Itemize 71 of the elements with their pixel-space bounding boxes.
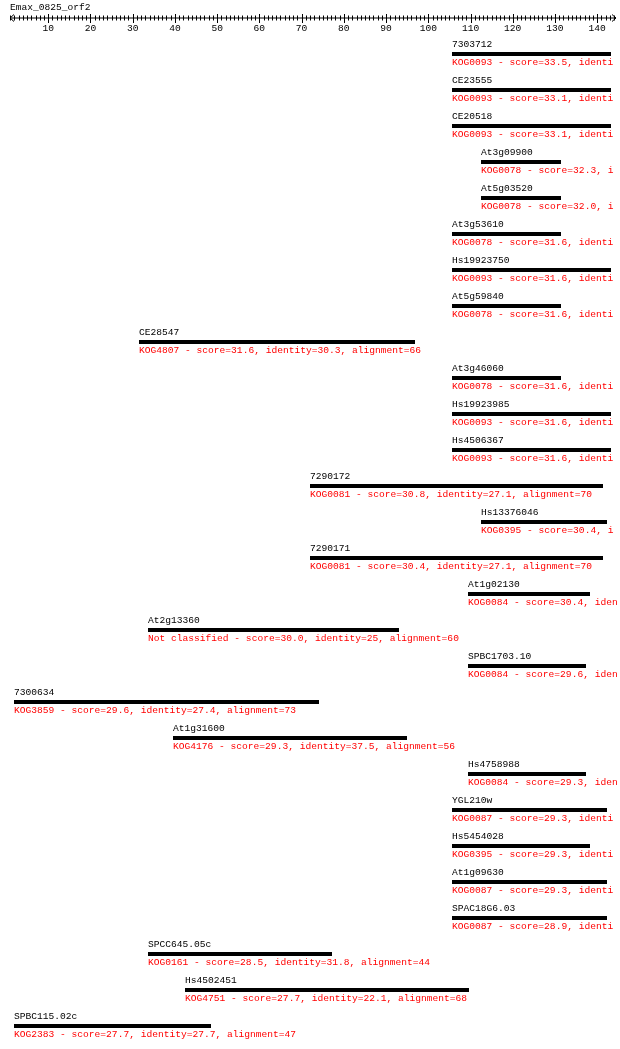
hit-name: At2g13360: [148, 615, 200, 627]
hit-name: 7303712: [452, 39, 493, 51]
hit-annotation: KOG0078 - score=31.6, identi: [452, 309, 614, 321]
hit-name: SPCC645.05c: [148, 939, 212, 951]
hit-annotation: KOG4176 - score=29.3, identity=37.5, alignment=56: [173, 741, 456, 753]
hit-annotation: KOG0093 - score=31.6, identi: [452, 453, 614, 465]
hit-name: At3g46060: [452, 363, 504, 375]
hit-name: Hs19923750: [452, 255, 510, 267]
hit-annotation: KOG0078 - score=32.3, i: [481, 165, 614, 177]
hit-annotation: KOG0395 - score=29.3, identi: [452, 849, 614, 861]
hit-annotation: KOG2383 - score=27.7, identity=27.7, alignment=47: [14, 1029, 297, 1041]
hit-name: CE28547: [139, 327, 180, 339]
tick-label: 30: [126, 23, 139, 34]
hit-name: YGL210w: [452, 795, 493, 807]
hit-annotation: KOG0093 - score=33.5, identi: [452, 57, 614, 69]
hit-annotation: KOG0093 - score=33.1, identi: [452, 93, 614, 105]
tick-label: 140: [588, 23, 606, 34]
tick-label: 90: [380, 23, 392, 34]
hit-annotation: KOG3859 - score=29.6, identity=27.4, alignment=73: [14, 705, 297, 717]
tick-label: 20: [84, 23, 97, 34]
hit-name: Hs4506367: [452, 435, 504, 447]
hit-name: Hs5454028: [452, 831, 504, 843]
hit-name: CE23555: [452, 75, 493, 87]
hit-annotation: KOG0093 - score=31.6, identi: [452, 417, 614, 429]
hit-name: 7290171: [310, 543, 351, 555]
tick-label: 60: [253, 23, 266, 34]
hit-annotation: KOG0078 - score=32.0, i: [481, 201, 614, 213]
hit-annotation: KOG0087 - score=29.3, identi: [452, 885, 614, 897]
hit-name: Hs4758988: [468, 759, 520, 771]
hit-name: At1g02130: [468, 579, 520, 591]
tick-label: 50: [211, 23, 223, 34]
sequence-title: Emax_0825_orf2: [10, 2, 91, 14]
hit-annotation: KOG0084 - score=29.3, iden: [468, 777, 618, 789]
hit-name: At5g59840: [452, 291, 504, 303]
hit-annotation: KOG0161 - score=28.5, identity=31.8, alignment=44: [148, 957, 431, 969]
hit-annotation: KOG4807 - score=31.6, identity=30.3, alignment=66: [139, 345, 422, 357]
hit-annotation: KOG0084 - score=30.4, iden: [468, 597, 618, 609]
hit-annotation: KOG0395 - score=30.4, i: [481, 525, 614, 537]
hit-name: CE20518: [452, 111, 493, 123]
tick-label: 80: [338, 23, 350, 34]
tick-label: 120: [504, 23, 522, 34]
hit-annotation: KOG0081 - score=30.4, identity=27.1, alignment=70: [310, 561, 593, 573]
hit-name: 7290172: [310, 471, 351, 483]
tick-label: 130: [546, 23, 564, 34]
hit-name: SPBC115.02c: [14, 1011, 78, 1023]
hit-annotation: KOG0093 - score=31.6, identi: [452, 273, 614, 285]
tick-label: 70: [295, 23, 308, 34]
hit-annotation: KOG0078 - score=31.6, identi: [452, 381, 614, 393]
hit-name: At5g03520: [481, 183, 533, 195]
hit-name: At1g09630: [452, 867, 504, 879]
tick-label: 100: [419, 23, 437, 34]
tick-label: 10: [42, 23, 54, 34]
hit-name: SPAC18G6.03: [452, 903, 516, 915]
hit-name: 7300634: [14, 687, 55, 699]
hit-annotation: KOG0087 - score=29.3, identi: [452, 813, 614, 825]
hit-name: SPBC1703.10: [468, 651, 532, 663]
tick-label: 110: [461, 23, 480, 34]
hit-name: Hs19923985: [452, 399, 510, 411]
hit-annotation: KOG4751 - score=27.7, identity=22.1, alignment=68: [185, 993, 468, 1005]
hit-annotation: KOG0081 - score=30.8, identity=27.1, alignment=70: [310, 489, 593, 501]
hit-name: At3g09900: [481, 147, 533, 159]
hit-annotation: Not classified - score=30.0, identity=25, alignment=60: [148, 633, 459, 645]
hit-name: Hs4502451: [185, 975, 237, 987]
hit-annotation: KOG0078 - score=31.6, identi: [452, 237, 614, 249]
hit-annotation: KOG0093 - score=33.1, identi: [452, 129, 614, 141]
hit-name: At1g31600: [173, 723, 225, 735]
tick-label: 40: [169, 23, 181, 34]
hit-name: At3g53610: [452, 219, 504, 231]
hit-annotation: KOG0084 - score=29.6, iden: [468, 669, 618, 681]
hit-name: Hs13376046: [481, 507, 539, 519]
hit-annotation: KOG0087 - score=28.9, identi: [452, 921, 614, 933]
